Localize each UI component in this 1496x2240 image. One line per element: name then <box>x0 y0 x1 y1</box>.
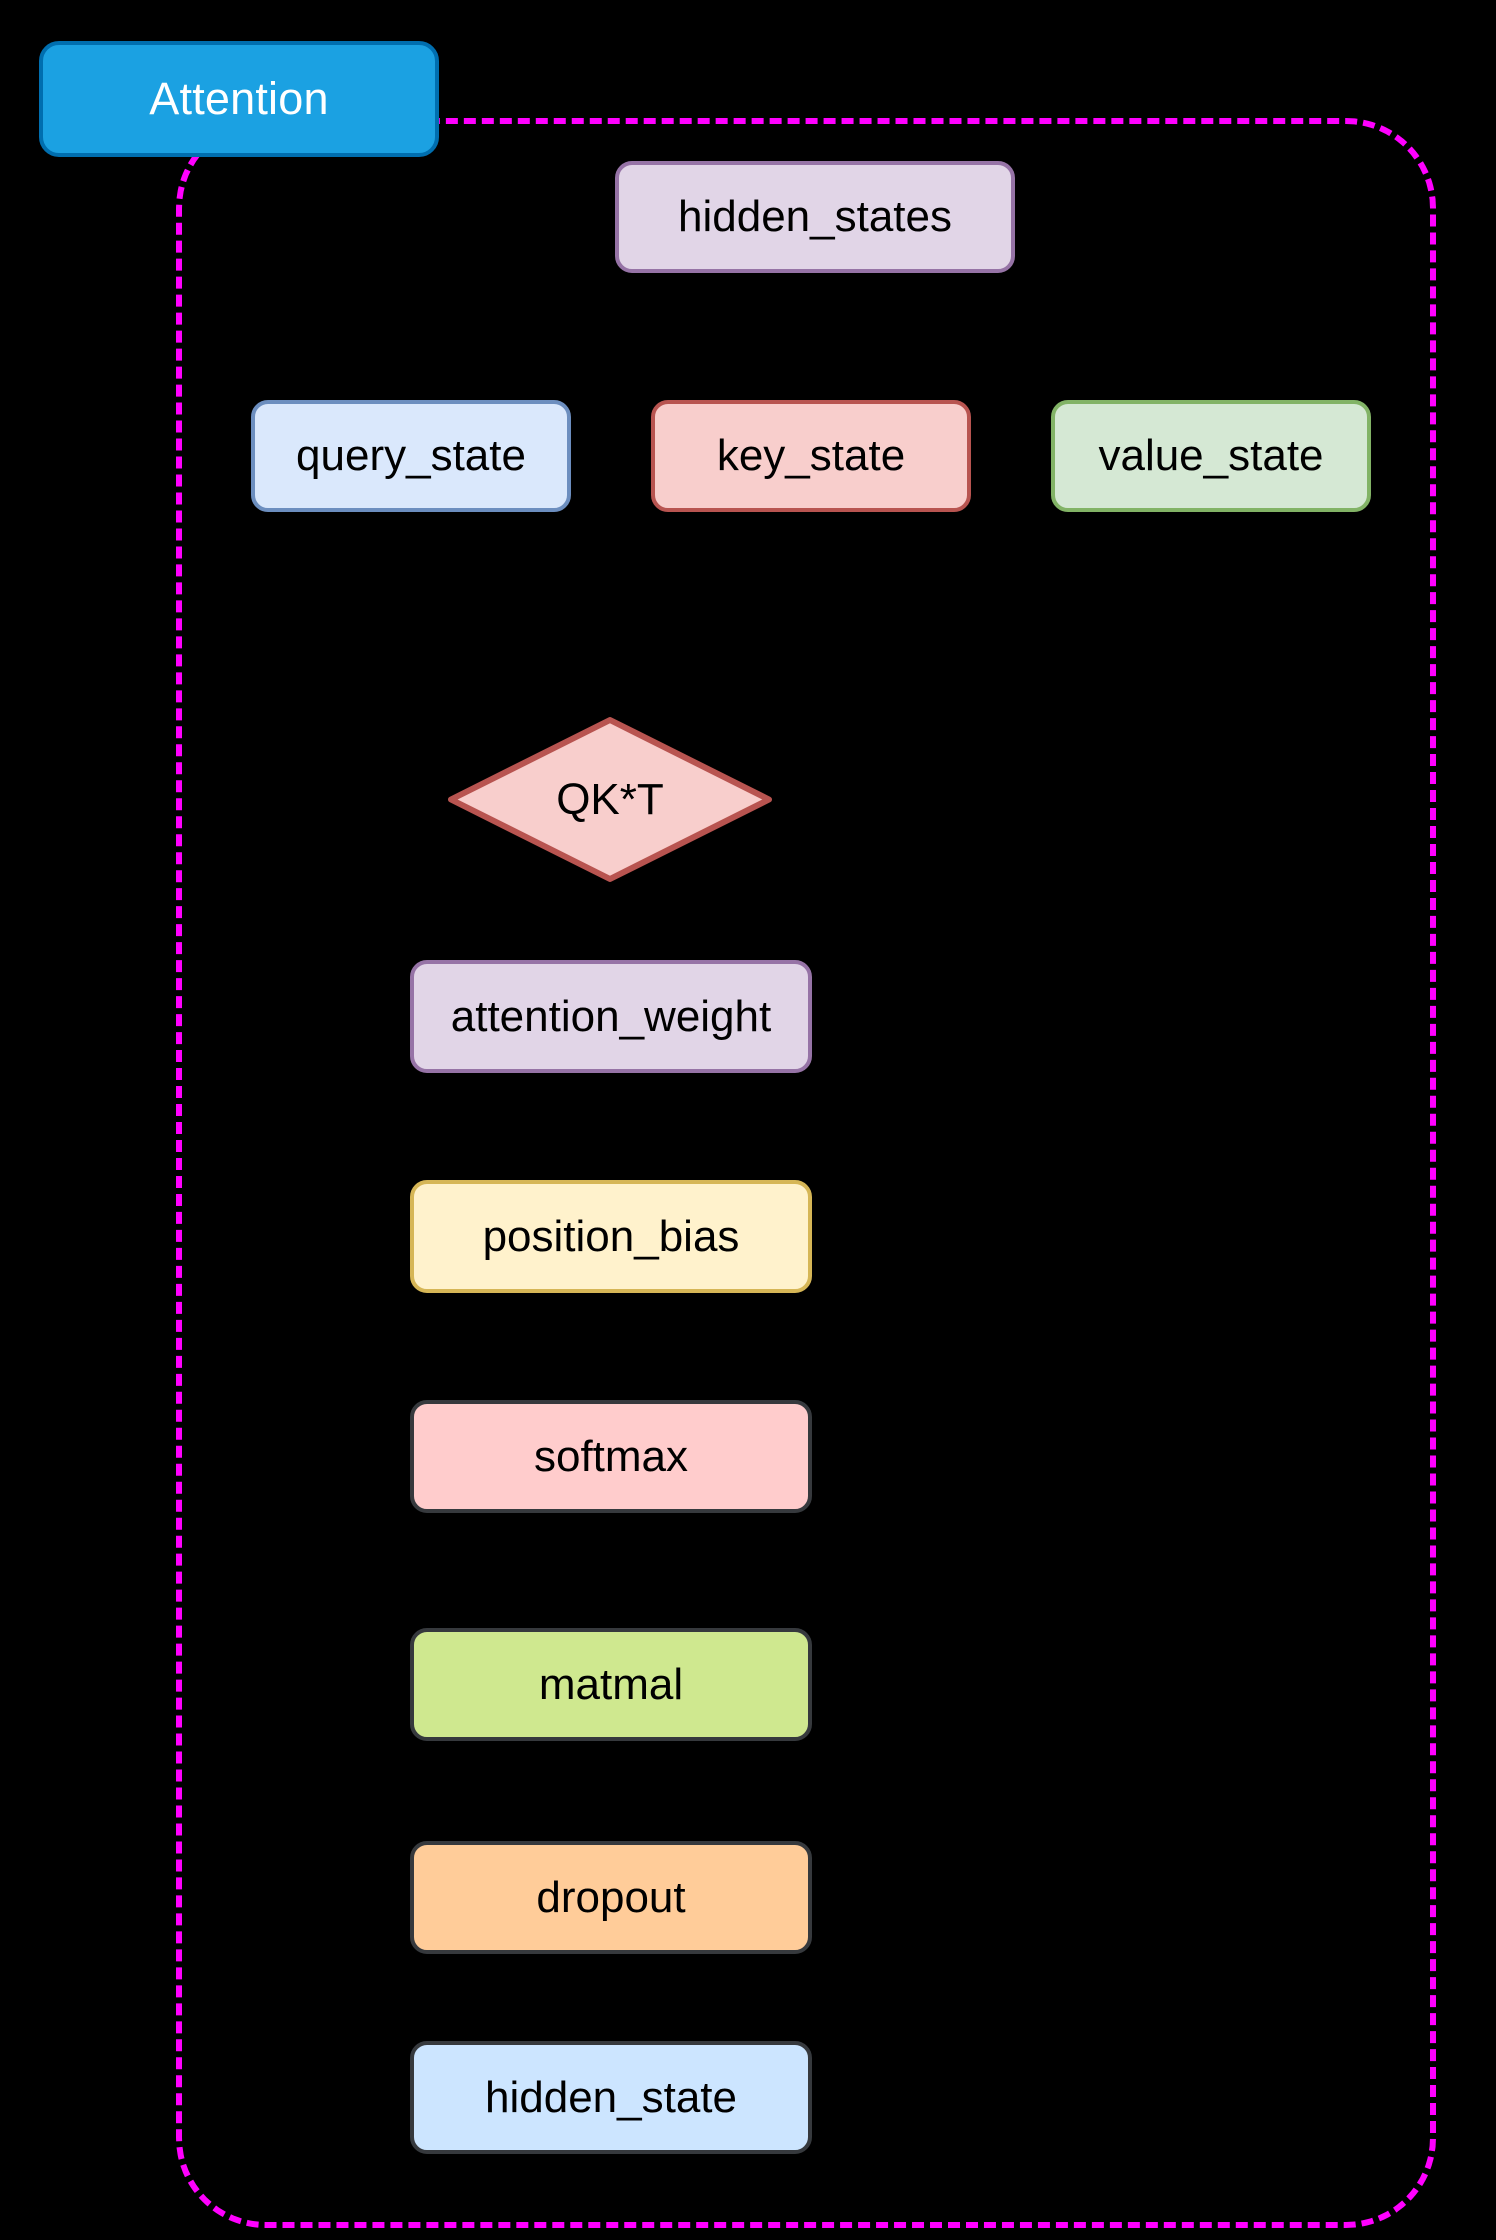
node-matmal[interactable]: matmal <box>410 1628 812 1741</box>
node-label-hidden-states: hidden_states <box>678 192 952 241</box>
node-label-key-state: key_state <box>716 431 906 480</box>
node-label-value-state: value_state <box>1098 431 1324 480</box>
subgraph-title-attention[interactable]: Attention <box>39 41 439 157</box>
node-hidden-states[interactable]: hidden_states <box>615 161 1015 273</box>
node-label-softmax: softmax <box>533 1431 689 1481</box>
node-label-hidden-state: hidden_state <box>485 2072 737 2122</box>
node-position-bias[interactable]: position_bias <box>410 1180 812 1293</box>
attention-subgraph-boundary <box>176 118 1436 2228</box>
node-label-matmal: matmal <box>538 1659 684 1709</box>
node-hidden-state[interactable]: hidden_state <box>410 2041 812 2154</box>
node-attention-weight[interactable]: attention_weight <box>410 960 812 1073</box>
node-qkt[interactable]: QK*T <box>447 716 773 883</box>
node-label-position-bias: position_bias <box>482 1211 740 1261</box>
node-label-qkt: QK*T <box>556 774 664 824</box>
node-label-attention-weight: attention_weight <box>450 991 772 1041</box>
node-label-dropout: dropout <box>536 1872 686 1922</box>
node-softmax[interactable]: softmax <box>410 1400 812 1513</box>
diamond-shape-icon <box>448 717 772 882</box>
node-value-state[interactable]: value_state <box>1051 400 1371 512</box>
node-dropout[interactable]: dropout <box>410 1841 812 1954</box>
node-query-state[interactable]: query_state <box>251 400 571 512</box>
node-key-state[interactable]: key_state <box>651 400 971 512</box>
node-label-query-state: query_state <box>296 431 526 480</box>
subgraph-title-label: Attention <box>149 73 329 124</box>
